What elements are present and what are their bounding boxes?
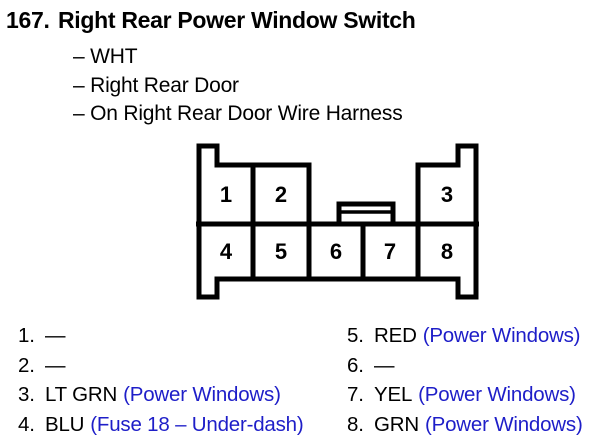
pin-circuit: (Power Windows) bbox=[418, 383, 576, 406]
pin-row-3: 3. LT GRN(Power Windows) bbox=[18, 380, 304, 410]
connector-diagram: 1 2 3 4 5 6 7 8 bbox=[196, 143, 479, 300]
pin-row-7: 7. YEL(Power Windows) bbox=[347, 380, 583, 410]
connector-outline-drawing bbox=[196, 143, 479, 300]
pin-circuit: (Power Windows) bbox=[424, 412, 583, 436]
pin-row-8: 8. GRN(Power Windows) bbox=[347, 410, 583, 440]
pin-wire-color: GRN bbox=[374, 412, 419, 436]
page-title: Right Rear Power Window Switch bbox=[58, 7, 416, 33]
connector-cavity-4: 4 bbox=[219, 238, 233, 264]
pin-wire-color: RED bbox=[374, 324, 417, 347]
pin-number: 5. bbox=[347, 324, 364, 347]
pin-number: 3. bbox=[18, 383, 35, 406]
pin-number: 2. bbox=[18, 353, 35, 377]
connector-cavity-7: 7 bbox=[383, 238, 397, 264]
pin-circuit: (Power Windows) bbox=[123, 383, 281, 406]
pin-wire-color: LT GRN bbox=[45, 383, 118, 406]
detail-line-color: – WHT bbox=[73, 45, 138, 68]
pin-circuit: (Power Windows) bbox=[422, 324, 581, 347]
header-details: – WHT – Right Rear Door – On Right Rear … bbox=[73, 43, 403, 129]
connector-cavity-2: 2 bbox=[274, 181, 288, 207]
pin-number: 4. bbox=[18, 412, 35, 436]
pin-number: 1. bbox=[18, 324, 35, 347]
pin-row-4: 4. BLU(Fuse 18 – Under-dash) bbox=[18, 410, 304, 440]
pin-list-right: 5.RED(Power Windows) 6.— 7.YEL(Power Win… bbox=[347, 321, 583, 439]
pin-row-1: 1. — bbox=[18, 321, 304, 351]
detail-line-harness: – On Right Rear Door Wire Harness bbox=[73, 102, 403, 125]
pin-row-6: 6. — bbox=[347, 351, 583, 381]
pin-wire-color: BLU bbox=[45, 412, 85, 436]
connector-cavity-1: 1 bbox=[219, 181, 233, 207]
connector-cavity-3: 3 bbox=[440, 181, 454, 207]
pin-number: 6. bbox=[347, 353, 364, 377]
connector-cavity-8: 8 bbox=[440, 238, 454, 264]
pin-row-2: 2. — bbox=[18, 351, 304, 381]
pin-wire-color: — bbox=[374, 353, 395, 377]
pin-wire-color: — bbox=[45, 353, 66, 377]
pin-wire-color: — bbox=[45, 324, 66, 347]
pin-list-left: 1. — 2. — 3. LT GRN(Power Windows) 4. BLU(Fu… bbox=[18, 321, 304, 439]
pin-number: 7. bbox=[347, 383, 364, 406]
pin-row-5: 5. RED(Power Windows) bbox=[347, 321, 583, 351]
section-number: 167. bbox=[6, 7, 50, 33]
pin-circuit: (Fuse 18 – Under-dash) bbox=[90, 412, 304, 436]
pin-number: 8. bbox=[347, 412, 364, 436]
detail-line-location: – Right Rear Door bbox=[73, 73, 239, 97]
pin-wire-color: YEL bbox=[374, 383, 413, 406]
connector-cavity-5: 5 bbox=[274, 238, 288, 264]
connector-cavity-6: 6 bbox=[329, 238, 343, 264]
